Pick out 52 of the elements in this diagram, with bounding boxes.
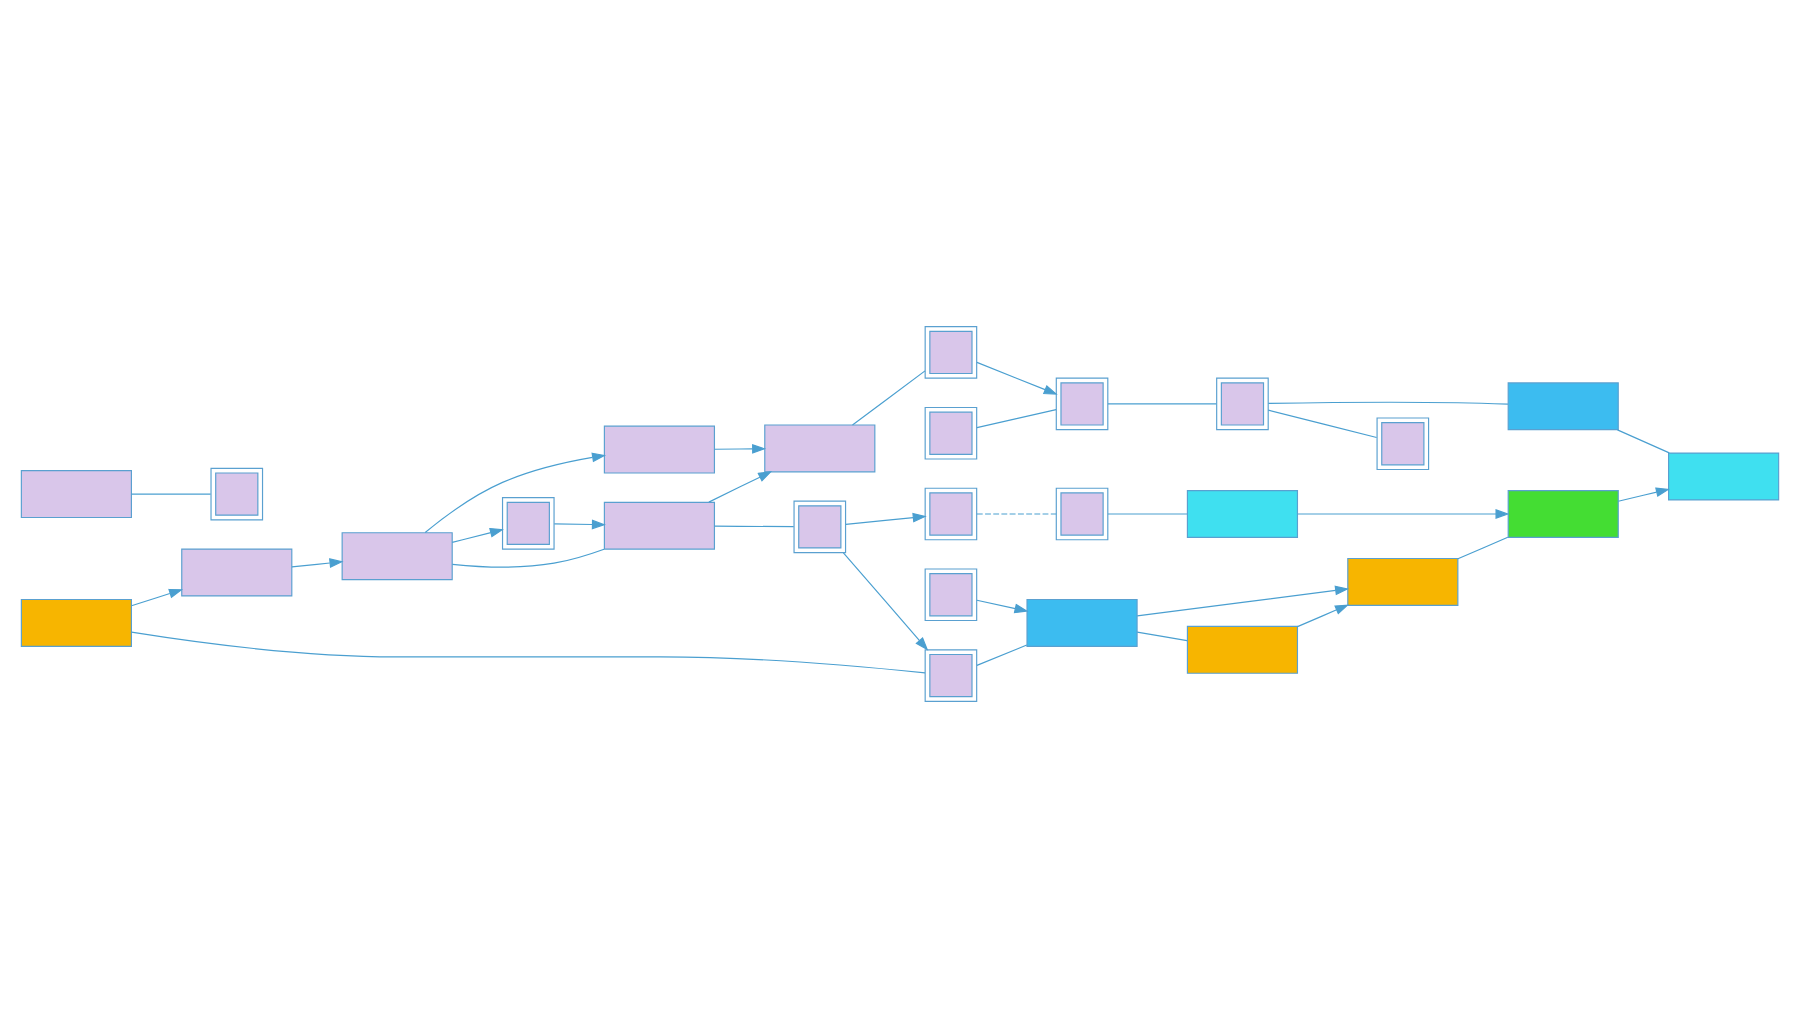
connector <box>851 370 926 426</box>
connector <box>451 548 605 568</box>
arrow <box>842 552 929 651</box>
connector <box>1136 631 1188 642</box>
connector <box>130 493 212 495</box>
arrow <box>976 599 1029 614</box>
picture <box>1055 377 1109 431</box>
node-box <box>20 470 132 519</box>
connector <box>1107 513 1188 515</box>
picture <box>924 568 978 622</box>
picture <box>1376 417 1430 471</box>
node-box <box>1026 598 1138 647</box>
node-box <box>1186 625 1299 674</box>
arrow <box>1296 604 1350 628</box>
connector <box>1267 409 1378 439</box>
connector <box>1267 401 1509 405</box>
node-box <box>20 598 132 647</box>
node-box <box>1507 382 1619 431</box>
node-box <box>1186 490 1299 538</box>
picture <box>1055 487 1109 541</box>
arrow <box>130 588 184 607</box>
picture <box>924 487 978 541</box>
arrow <box>708 471 773 503</box>
picture <box>924 406 978 460</box>
node-box <box>181 548 293 597</box>
connector <box>1107 403 1217 405</box>
arrow <box>845 512 927 525</box>
connector <box>130 631 926 674</box>
connector <box>1616 429 1670 454</box>
connector <box>713 525 795 528</box>
arrow <box>1297 509 1510 519</box>
arrow <box>1136 585 1350 617</box>
arrow <box>291 558 344 568</box>
node-box <box>1668 452 1780 501</box>
arrow <box>424 452 607 534</box>
arrow <box>1617 487 1670 502</box>
node-box <box>341 532 453 581</box>
node-box <box>603 425 716 474</box>
picture <box>793 500 847 554</box>
connector <box>1457 536 1509 560</box>
arrow <box>553 519 606 530</box>
node-box <box>1507 490 1619 538</box>
arrow <box>451 527 504 544</box>
picture <box>210 467 264 521</box>
node-box <box>764 424 876 473</box>
arrow <box>976 361 1058 395</box>
node-box <box>603 501 716 550</box>
connector <box>976 513 1057 515</box>
node-box <box>1347 557 1459 606</box>
connector <box>976 644 1028 666</box>
connector <box>976 409 1057 429</box>
arrow <box>713 444 767 454</box>
